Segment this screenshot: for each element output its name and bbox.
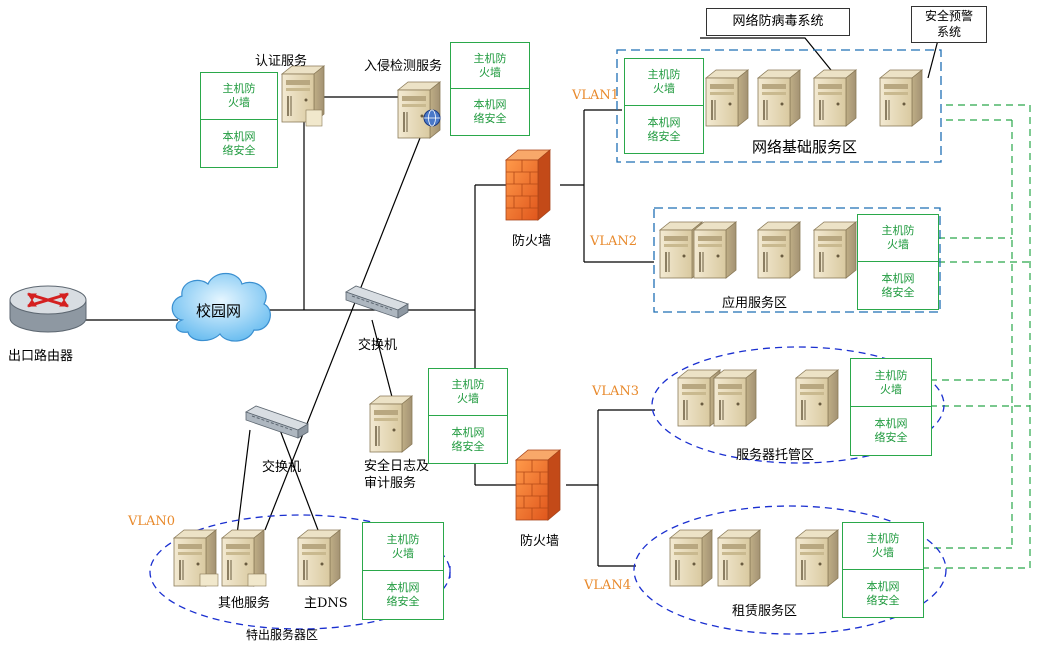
firewall-top-icon — [505, 149, 551, 221]
hosting-zone-label: 服务器托管区 — [736, 448, 815, 463]
security-box-hosting: 主机防 火墙 本机网 络安全 — [850, 358, 932, 456]
router-icon — [9, 285, 87, 333]
host-firewall-label: 主机防 火墙 — [429, 369, 507, 416]
app-server-2-icon — [693, 221, 737, 279]
host-firewall-label: 主机防 火墙 — [858, 215, 938, 262]
vlan1-label: VLAN1 — [572, 88, 620, 103]
firewall-bottom-label: 防火墙 — [520, 534, 560, 549]
security-box-base: 主机防 火墙 本机网 络安全 — [624, 58, 704, 154]
app-zone-boundary — [653, 207, 941, 313]
host-net-security-label: 本机网 络安全 — [874, 417, 908, 444]
security-box-auth: 主机防 火墙 本机网 络安全 — [200, 72, 278, 168]
host-firewall-label: 主机防 火墙 — [625, 59, 703, 106]
antivirus-system-callout: 网络防病毒系统 — [706, 8, 850, 36]
app-zone-label: 应用服务区 — [722, 296, 788, 311]
alert-system-callout: 安全预警 系统 — [911, 6, 987, 43]
vlan2-label: VLAN2 — [590, 234, 638, 249]
security-log-server-icon — [369, 395, 413, 453]
base-server-2-icon — [757, 69, 801, 127]
main-switch-icon — [345, 285, 409, 319]
dns-server-icon — [297, 529, 341, 587]
vlan0-doc-2-icon — [247, 573, 267, 587]
vlan0-doc-1-icon — [199, 573, 219, 587]
vlan3-label: VLAN3 — [592, 384, 640, 399]
secondary-switch-icon — [245, 405, 309, 439]
base-server-3-icon — [813, 69, 857, 127]
host-net-security-label: 本机网 络安全 — [473, 98, 507, 125]
host-net-security-label: 本机网 络安全 — [881, 271, 915, 299]
host-net-security-label: 本机网 络安全 — [647, 115, 681, 143]
network-links — [80, 37, 950, 576]
host-firewall-label: 主机防 火墙 — [451, 43, 529, 89]
firewall-bottom-icon — [515, 449, 561, 521]
vlan4-label: VLAN4 — [584, 578, 632, 593]
host-firewall-label: 主机防 火墙 — [843, 523, 923, 570]
hosting-server-2-icon — [713, 369, 757, 427]
security-box-ids: 主机防 火墙 本机网 络安全 — [450, 42, 530, 136]
campus-net-label: 校园网 — [196, 302, 242, 320]
host-net-security-label: 本机网 络安全 — [866, 579, 900, 607]
host-net-security-label: 本机网 络安全 — [451, 425, 485, 453]
campus-cloud-icon — [171, 272, 271, 342]
firewall-top-label: 防火墙 — [512, 234, 552, 249]
app-server-4-icon — [813, 221, 857, 279]
other-services-label: 其他服务 — [218, 596, 271, 611]
app-server-3-icon — [757, 221, 801, 279]
base-server-4-icon — [879, 69, 923, 127]
host-firewall-label: 主机防 火墙 — [851, 359, 931, 407]
leasing-server-3-icon — [795, 529, 839, 587]
host-firewall-label: 主机防 火墙 — [363, 523, 443, 571]
vlan0-zone-label: 特出服务器区 — [246, 628, 319, 642]
security-box-app: 主机防 火墙 本机网 络安全 — [857, 214, 939, 310]
leasing-server-1-icon — [669, 529, 713, 587]
leasing-server-2-icon — [717, 529, 761, 587]
security-box-log: 主机防 火墙 本机网 络安全 — [428, 368, 508, 464]
security-log-label: 安全日志及 审计服务 — [364, 459, 430, 491]
globe-icon — [423, 109, 441, 127]
security-box-leasing: 主机防 火墙 本机网 络安全 — [842, 522, 924, 618]
network-base-zone-boundary — [616, 49, 942, 163]
leasing-zone-boundary — [633, 505, 947, 635]
host-net-security-label: 本机网 络安全 — [222, 129, 256, 157]
auth-server-doc-icon — [305, 109, 323, 127]
host-net-security-label: 本机网 络安全 — [386, 581, 420, 608]
base-server-1-icon — [705, 69, 749, 127]
ids-service-label: 入侵检测服务 — [364, 59, 443, 74]
secondary-switch-label: 交换机 — [262, 460, 302, 475]
vlan0-label: VLAN0 — [128, 514, 176, 529]
host-firewall-label: 主机防 火墙 — [201, 73, 277, 120]
exit-router-label: 出口路由器 — [8, 349, 74, 364]
main-dns-label: 主DNS — [304, 596, 348, 611]
leasing-zone-label: 租赁服务区 — [732, 604, 798, 619]
hosting-server-3-icon — [795, 369, 839, 427]
main-switch-label: 交换机 — [358, 338, 398, 353]
security-links — [922, 104, 1031, 569]
network-base-zone-label: 网络基础服务区 — [752, 138, 858, 156]
hosting-zone-boundary — [651, 346, 945, 464]
security-box-vlan0: 主机防 火墙 本机网 络安全 — [362, 522, 444, 620]
auth-service-label: 认证服务 — [255, 54, 308, 69]
